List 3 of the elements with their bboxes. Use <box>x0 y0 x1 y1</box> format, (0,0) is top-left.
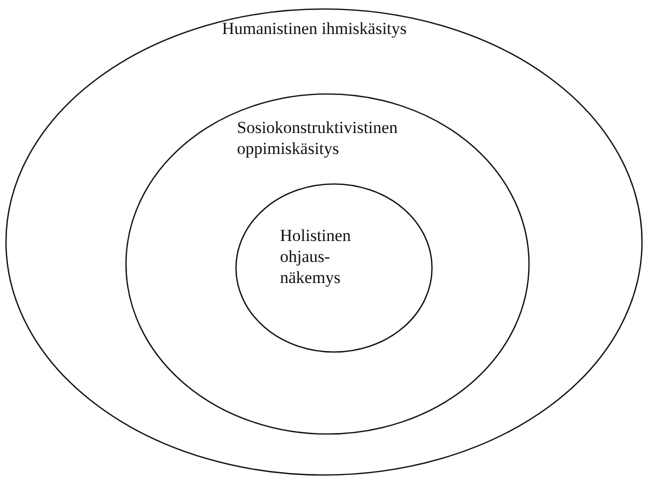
region-label: Humanistinen ihmiskäsitys <box>222 18 408 39</box>
region-label: Holistinen ohjaus- näkemys <box>280 225 352 288</box>
region-label: Sosiokonstruktivistinen oppimiskäsitys <box>237 117 399 159</box>
